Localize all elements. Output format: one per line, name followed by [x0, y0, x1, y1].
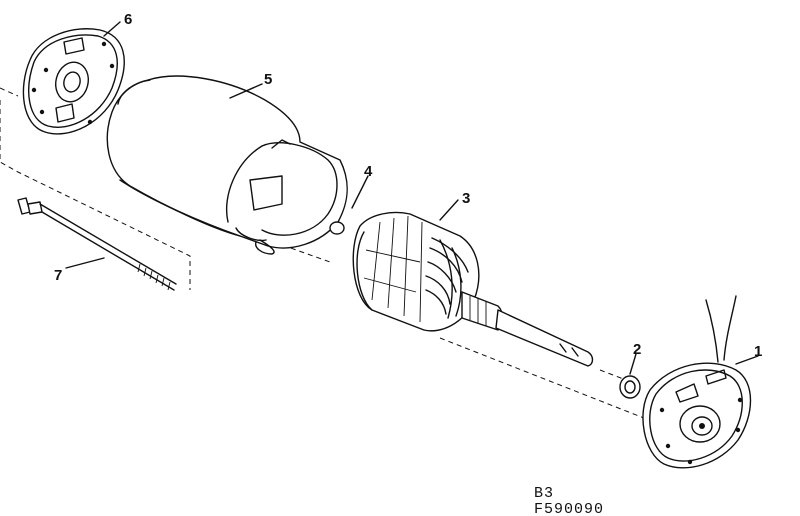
callout-7: 7: [54, 267, 62, 284]
code-line-2: F590090: [534, 501, 604, 516]
washer-small: [329, 221, 345, 235]
assembly-guide-lines: [0, 87, 701, 441]
leader-lines: [65, 21, 759, 375]
callout-6: 6: [124, 11, 132, 28]
callouts: 6 5 4 3 7 2 1: [54, 11, 762, 360]
bearing-washer: [619, 375, 641, 399]
field-frame-housing: [106, 75, 348, 255]
callout-1: 1: [754, 343, 762, 360]
callout-2: 2: [633, 341, 641, 358]
callout-4: 4: [364, 163, 373, 180]
end-plate-right: [642, 295, 752, 469]
callout-5: 5: [264, 71, 272, 88]
armature: [352, 211, 594, 367]
code-line-1: B3: [534, 485, 554, 502]
drawing-code: B3 F590090: [534, 485, 604, 516]
through-bolt: [17, 197, 177, 291]
end-plate-left: [22, 28, 125, 135]
callout-3: 3: [462, 190, 470, 207]
